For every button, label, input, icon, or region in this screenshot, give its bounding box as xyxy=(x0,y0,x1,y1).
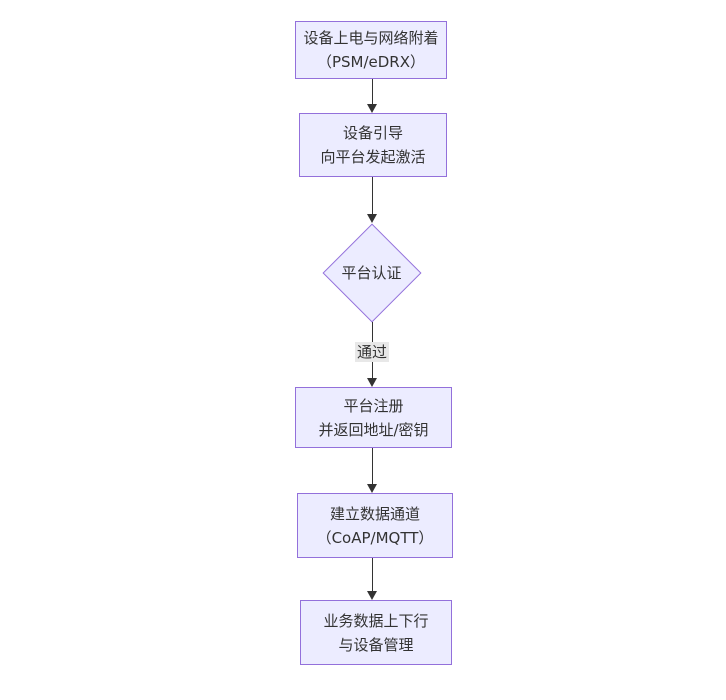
flow-node-auth-decision: 平台认证 xyxy=(322,223,421,322)
node-text-line: 并返回地址/密钥 xyxy=(318,420,429,439)
flow-node-register: 平台注册 并返回地址/密钥 xyxy=(295,387,452,448)
edge-arrow-line xyxy=(371,558,373,591)
node-text-line: 建立数据通道 xyxy=(329,504,420,523)
flow-node-bootstrap: 设备引导 向平台发起激活 xyxy=(299,113,447,177)
flow-node-data-channel: 建立数据通道 （CoAP/MQTT） xyxy=(297,493,453,558)
edge-label-pass: 通过 xyxy=(354,342,390,362)
node-text-line: 平台认证 xyxy=(341,264,402,282)
node-text-line: 设备上电与网络附着 xyxy=(303,29,439,47)
edge-arrow-line xyxy=(371,177,373,214)
edge-arrow-line xyxy=(371,448,373,484)
arrowhead-icon xyxy=(367,378,377,387)
arrowhead-icon xyxy=(367,214,377,223)
flow-node-power-attach: 设备上电与网络附着 （PSM/eDRX） xyxy=(295,21,447,79)
arrowhead-icon xyxy=(367,591,377,600)
node-text-line: 与设备管理 xyxy=(338,635,414,654)
arrowhead-icon xyxy=(367,484,377,493)
edge-arrow-line xyxy=(371,79,373,105)
arrowhead-icon xyxy=(367,104,377,113)
node-text-line: 设备引导 xyxy=(342,124,403,142)
flow-node-business: 业务数据上下行 与设备管理 xyxy=(300,600,452,665)
node-text-line: 向平台发起激活 xyxy=(320,148,426,166)
node-text-line: 平台注册 xyxy=(343,396,404,415)
node-text-line: 业务数据上下行 xyxy=(323,611,429,630)
node-text-line: （CoAP/MQTT） xyxy=(316,528,434,547)
node-text-line: （PSM/eDRX） xyxy=(316,53,426,71)
